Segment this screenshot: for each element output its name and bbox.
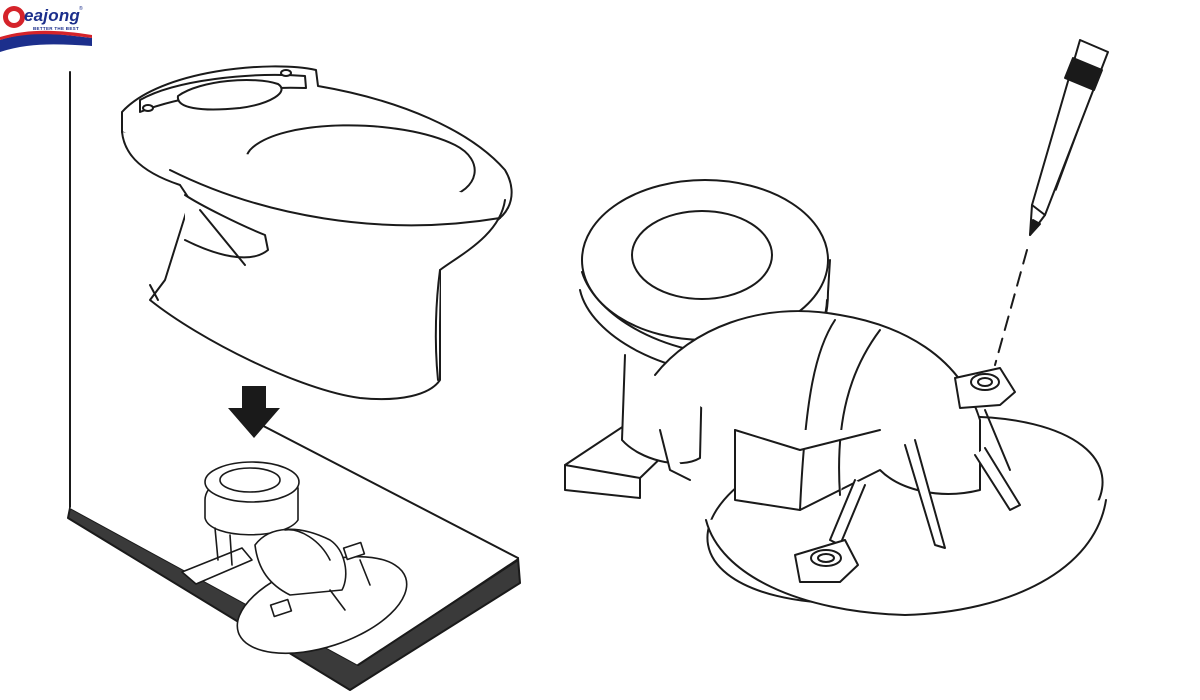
pencil-icon [1029, 39, 1109, 236]
pencil-guide-line [994, 249, 1028, 366]
toilet-bowl [121, 65, 513, 401]
logo-brand-text: eajong [24, 6, 80, 25]
floor-flange-large [564, 179, 1107, 616]
floor-flange-small [181, 461, 408, 655]
screw-tab-lower [794, 539, 859, 583]
logo-registered-mark: ® [79, 6, 83, 12]
screw-tab-upper [954, 367, 1016, 409]
brand-logo: eajong ® BETTER THE BEST [0, 0, 96, 56]
logo-tagline: BETTER THE BEST [33, 26, 80, 31]
arrow-down-icon [228, 386, 280, 438]
logo-swoosh [0, 6, 92, 52]
